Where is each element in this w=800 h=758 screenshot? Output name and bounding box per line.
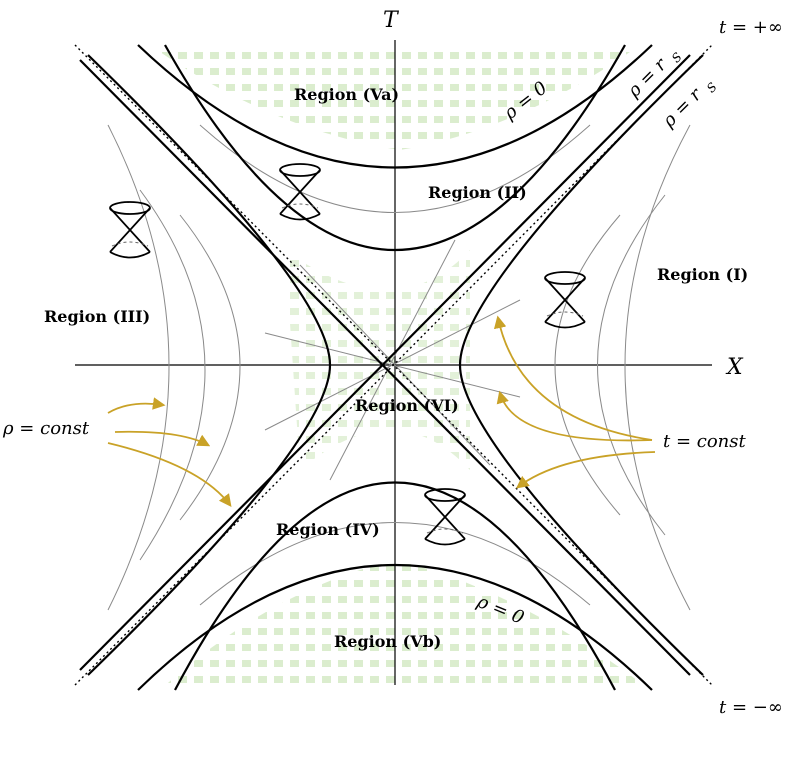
region-iv-label: Region (IV) bbox=[276, 520, 380, 539]
region-ii-label: Region (II) bbox=[428, 183, 527, 202]
light-cone-icon bbox=[544, 271, 586, 329]
region-va-label: Region (Va) bbox=[294, 85, 399, 104]
region-labels: Region (Va) Region (II) Region (I) Regio… bbox=[44, 85, 748, 651]
light-cone-icon bbox=[424, 488, 466, 546]
svg-text:ρ = r: ρ = r bbox=[623, 53, 672, 102]
rho-rs-inner-label: ρ = r S bbox=[658, 80, 720, 132]
t-plus-infinity-label: t = +∞ bbox=[719, 17, 783, 38]
light-cone-icon bbox=[279, 163, 321, 221]
x-axis-label: X bbox=[725, 355, 744, 380]
horizon-lines bbox=[74, 44, 713, 686]
region-vi-label: Region (VI) bbox=[355, 396, 459, 415]
light-cone-icons bbox=[109, 163, 586, 546]
svg-text:S: S bbox=[704, 80, 720, 96]
t-minus-infinity-label: t = −∞ bbox=[719, 697, 783, 718]
region-i-label: Region (I) bbox=[657, 265, 748, 284]
t-const-label: t = const bbox=[663, 431, 747, 452]
rho-rs-outer-label: ρ = r S bbox=[623, 50, 685, 102]
thin-curves bbox=[107, 124, 691, 611]
t-axis-label: T bbox=[383, 8, 400, 33]
region-vb-label: Region (Vb) bbox=[334, 632, 441, 651]
thick-curves bbox=[79, 44, 704, 691]
region-iii-label: Region (III) bbox=[44, 307, 150, 326]
rho-const-label: ρ = const bbox=[2, 418, 90, 439]
annotation-arrows bbox=[107, 315, 656, 508]
light-cone-icon bbox=[109, 201, 151, 259]
